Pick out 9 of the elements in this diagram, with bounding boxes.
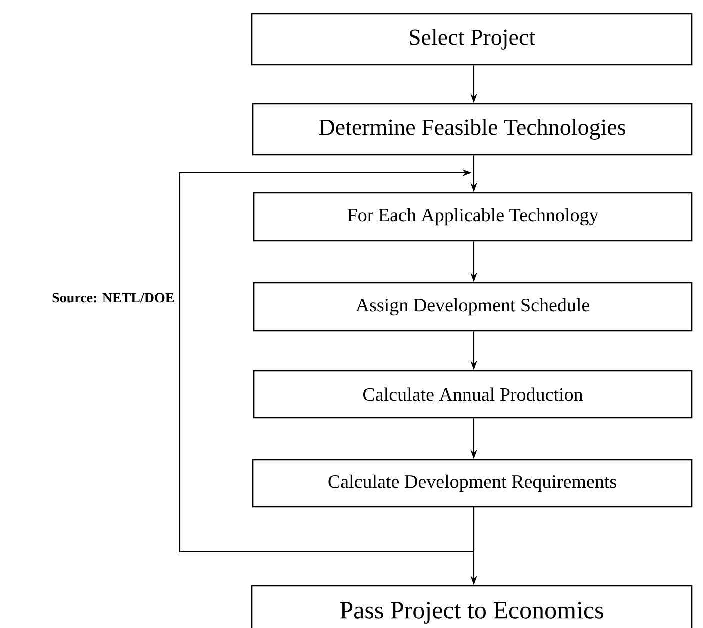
- process-box: Calculate Annual Production: [253, 370, 693, 419]
- process-box: For Each Applicable Technology: [253, 192, 693, 242]
- process-box: Calculate Development Requirements: [252, 459, 693, 508]
- source-note: Source: NETL/DOE: [52, 293, 174, 303]
- arrow: [179, 170, 475, 553]
- process-box: Pass Project to Economics: [251, 585, 693, 628]
- process-box: Determine Feasible Technologies: [252, 103, 693, 156]
- process-box: Select Project: [251, 13, 693, 66]
- process-box: Assign Development Schedule: [253, 282, 693, 332]
